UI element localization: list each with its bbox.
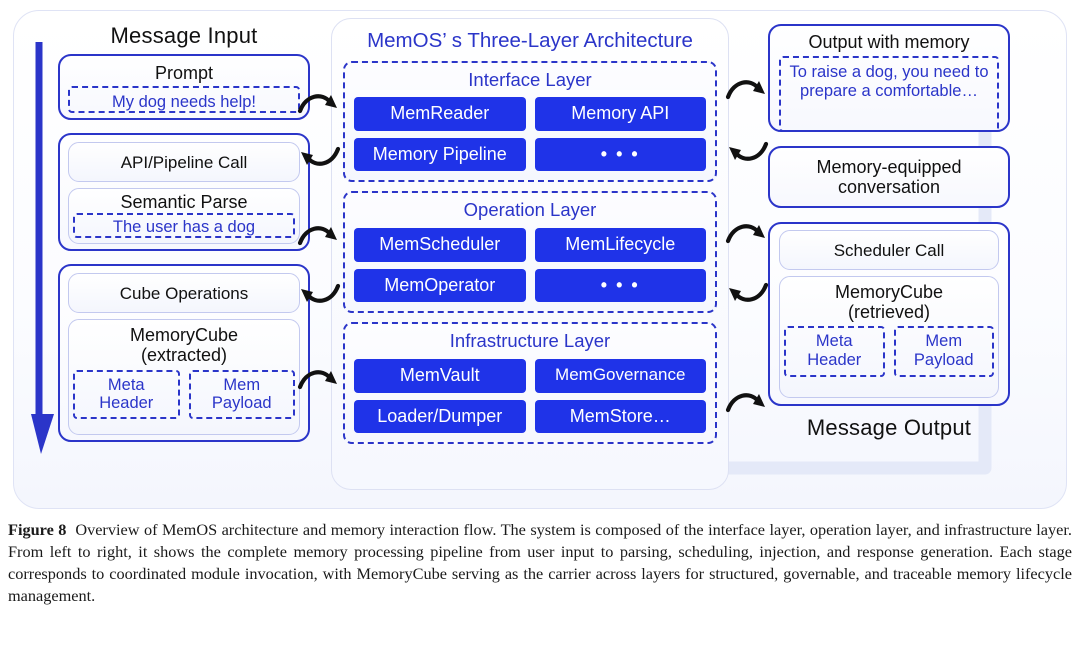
mem-payload-tile: Mem Payload — [188, 369, 295, 419]
prompt-group[interactable]: Prompt My dog needs help! — [58, 54, 310, 121]
operation-layer[interactable]: Operation Layer MemScheduler MemLifecycl… — [343, 191, 717, 314]
retrieved-meta-header-tile: Meta Header — [784, 326, 885, 378]
message-output-column: Output with memory To raise a dog, you n… — [768, 24, 1010, 490]
memorycube-extracted-box[interactable]: MemoryCube (extracted) Meta Header Mem P… — [68, 319, 300, 436]
arrow-operation-to-conversation-icon — [724, 216, 770, 256]
infrastructure-layer-title: Infrastructure Layer — [449, 330, 611, 352]
chip-memory-api[interactable]: Memory API — [534, 96, 706, 131]
chip-memstore[interactable]: MemStore… — [534, 399, 706, 434]
message-output-title: Message Output — [806, 415, 972, 440]
mem-payload-line1: Mem — [223, 375, 261, 394]
output-with-memory-label: Output with memory — [808, 32, 970, 52]
arrow-interface-to-input-icon — [296, 136, 342, 176]
arrow-operation-to-cube-icon — [296, 273, 342, 313]
chip-memlifecycle[interactable]: MemLifecycle — [534, 227, 706, 262]
retrieved-meta-header-line1: Meta — [815, 332, 853, 351]
message-input-column: Message Input Prompt My dog needs help! … — [58, 23, 310, 476]
chip-interface-more[interactable]: • • • — [534, 137, 706, 172]
memory-equipped-conversation-block[interactable]: Memory-equipped conversation — [768, 146, 1010, 208]
arrow-output-to-interface-icon — [724, 131, 770, 171]
chip-memscheduler[interactable]: MemScheduler — [354, 227, 526, 262]
retrieved-mem-payload-tile: Mem Payload — [893, 326, 994, 378]
interface-layer-row-2: Memory Pipeline • • • — [354, 137, 706, 172]
mem-payload-line2: Payload — [211, 393, 272, 412]
meta-header-line2: Header — [99, 393, 154, 412]
memorycube-retrieved-line1: MemoryCube — [834, 282, 944, 302]
memory-equipped-line1: Memory-equipped — [816, 157, 962, 177]
operation-layer-row-2: MemOperator • • • — [354, 268, 706, 303]
architecture-title: MemOS’ s Three-Layer Architecture — [367, 29, 693, 52]
figure-label: Figure 8 — [8, 520, 67, 539]
chip-memoperator[interactable]: MemOperator — [354, 268, 526, 303]
memory-equipped-line2: conversation — [837, 177, 941, 198]
retrieved-mem-payload-line1: Mem — [925, 332, 963, 351]
meta-header-tile: Meta Header — [73, 369, 180, 419]
meta-header-line1: Meta — [107, 375, 145, 394]
arrow-interface-to-output-icon — [724, 72, 770, 112]
cube-operations-box[interactable]: Cube Operations — [68, 273, 300, 314]
operation-layer-title: Operation Layer — [463, 199, 597, 221]
chip-memvault[interactable]: MemVault — [354, 358, 526, 393]
api-pipeline-call-box[interactable]: API/Pipeline Call — [68, 142, 300, 183]
retrieved-mem-payload-line2: Payload — [913, 350, 974, 369]
chip-memgovernance[interactable]: MemGovernance — [534, 358, 706, 393]
architecture-panel: MemOS’ s Three-Layer Architecture Interf… — [331, 18, 729, 490]
chip-memory-pipeline[interactable]: Memory Pipeline — [354, 137, 526, 172]
chip-operation-more[interactable]: • • • — [534, 268, 706, 303]
memorycube-label-line1: MemoryCube — [129, 325, 239, 346]
operation-layer-row-1: MemScheduler MemLifecycle — [354, 227, 706, 262]
infrastructure-layer-row-2: Loader/Dumper MemStore… — [354, 399, 706, 434]
arrow-infrastructure-to-memorycube-icon — [724, 385, 770, 425]
prompt-label: Prompt — [154, 63, 214, 84]
memorycube-retrieved-box[interactable]: MemoryCube (retrieved) Meta Header Mem P… — [779, 276, 999, 398]
output-with-memory-block[interactable]: Output with memory To raise a dog, you n… — [768, 24, 1010, 133]
cube-group[interactable]: Cube Operations MemoryCube (extracted) M… — [58, 264, 310, 443]
scheduler-call-box[interactable]: Scheduler Call — [779, 230, 999, 270]
semantic-parse-text: The user has a dog — [73, 213, 295, 239]
figure-caption: Figure 8 Overview of MemOS architecture … — [8, 519, 1072, 608]
interface-layer-title: Interface Layer — [468, 68, 592, 90]
retrieved-meta-header-line2: Header — [807, 350, 862, 369]
semantic-parse-label: Semantic Parse — [120, 192, 248, 213]
memorycube-retrieved-line2: (retrieved) — [847, 302, 931, 323]
chip-loader-dumper[interactable]: Loader/Dumper — [354, 399, 526, 434]
interface-layer-row-1: MemReader Memory API — [354, 96, 706, 131]
scheduler-cube-block[interactable]: Scheduler Call MemoryCube (retrieved) Me… — [768, 222, 1010, 406]
arrow-operation-to-scheduler-icon — [724, 272, 770, 312]
message-input-title: Message Input — [110, 23, 258, 48]
arrow-parse-to-operation-icon — [296, 218, 342, 258]
prompt-text: My dog needs help! — [68, 86, 300, 114]
memorycube-label-line2: (extracted) — [140, 345, 228, 366]
arrow-input-to-interface-icon — [296, 86, 342, 126]
chip-memreader[interactable]: MemReader — [354, 96, 526, 131]
interface-layer[interactable]: Interface Layer MemReader Memory API Mem… — [343, 60, 717, 183]
parse-group[interactable]: API/Pipeline Call Semantic Parse The use… — [58, 133, 310, 252]
arrow-cube-to-infrastructure-icon — [296, 362, 342, 402]
downward-flow-arrow — [30, 40, 66, 460]
infrastructure-layer[interactable]: Infrastructure Layer MemVault MemGoverna… — [343, 322, 717, 445]
figure-caption-text: Overview of MemOS architecture and memor… — [8, 520, 1072, 606]
semantic-parse-box[interactable]: Semantic Parse The user has a dog — [68, 188, 300, 245]
infrastructure-layer-row-1: MemVault MemGovernance — [354, 358, 706, 393]
output-with-memory-text: To raise a dog, you need to prepare a co… — [779, 56, 999, 133]
